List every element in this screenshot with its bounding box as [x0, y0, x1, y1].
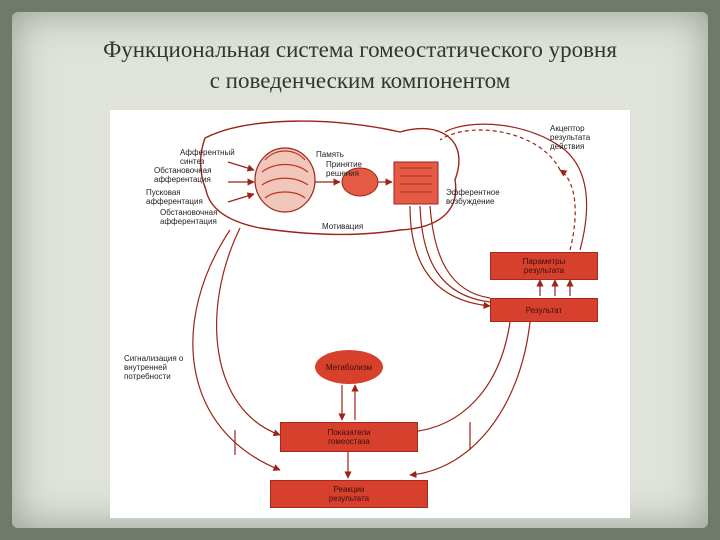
oval-metabolism: Метаболизм: [315, 350, 383, 384]
box-result-parameters: Параметры результата: [490, 252, 598, 280]
label-motivation: Мотивация: [322, 222, 364, 231]
feedback-loop: [192, 229, 281, 471]
label-internal-need-signal: Сигнализация о внутренней потребности: [124, 354, 184, 381]
brain-contour: [199, 120, 460, 236]
action-program-node: [393, 161, 439, 205]
box-result: Результат: [490, 298, 598, 322]
title-line-2: с поведенческим компонентом: [209, 68, 511, 93]
label-situational-afferentation-1: Обстановочная афферентация: [154, 166, 212, 184]
functional-system-diagram: Афферентный синтез Обстановочная афферен…: [110, 110, 630, 518]
label-decision: Принятие решения: [326, 160, 362, 178]
diagram-lines: [192, 120, 588, 479]
title-line-1: Функциональная система гомеостатического…: [103, 37, 617, 62]
label-acceptor: Акцептор результата действия: [550, 124, 591, 151]
slide-title: Функциональная система гомеостатического…: [0, 34, 720, 96]
label-afferent-synthesis: Афферентный синтез: [180, 148, 235, 166]
label-memory: Память: [316, 150, 344, 159]
label-efferent-excitation: Эфферентное возбуждение: [446, 188, 500, 206]
label-situational-afferentation-2: Обстановочная афферентация: [160, 208, 218, 226]
label-trigger-afferentation: Пусковая афферентация: [146, 188, 203, 206]
box-homeostasis-indicators: Показатели гомеостаза: [280, 422, 418, 452]
afferent-synthesis-node: [254, 147, 316, 213]
box-result-reactions: Реакции результата: [270, 480, 428, 508]
